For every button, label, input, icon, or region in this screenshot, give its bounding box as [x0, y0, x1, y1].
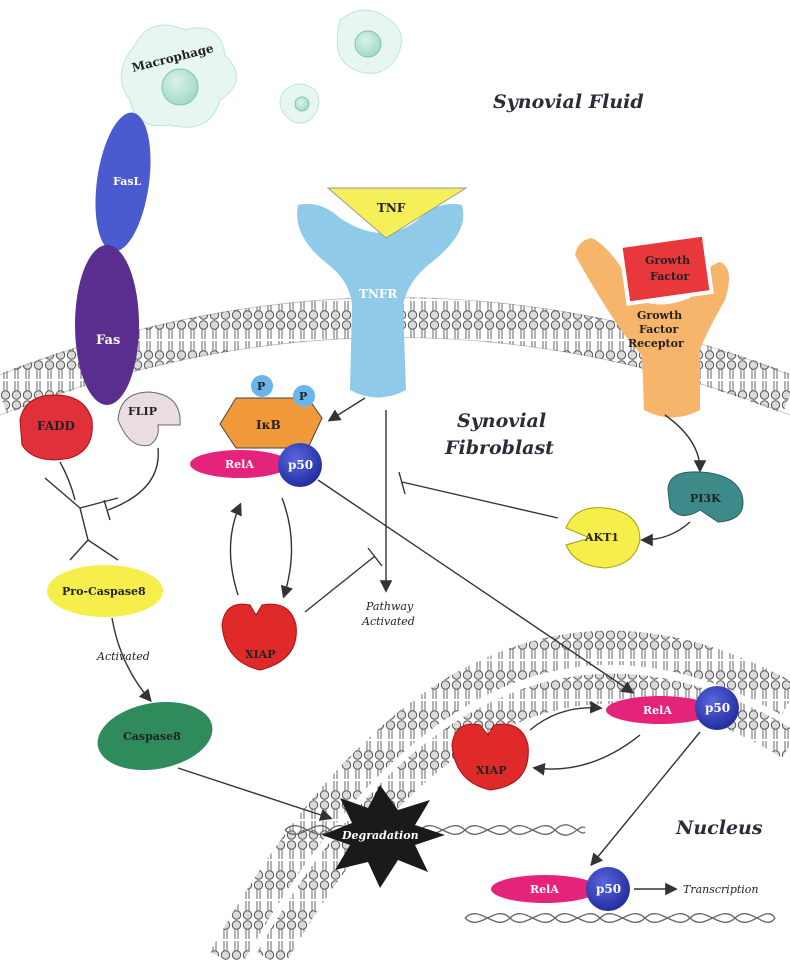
nucleus-label: Nucleus	[675, 817, 763, 839]
ikb-label: IκB	[256, 418, 281, 432]
synovial-fibroblast-label-2: Fibroblast	[444, 437, 554, 459]
connectors	[44, 397, 707, 896]
pi3k-label: PI3K	[690, 492, 721, 505]
xiap-protein	[221, 603, 297, 671]
xiap-label: XIAP	[245, 648, 276, 661]
rela-protein	[190, 450, 290, 478]
pro-caspase8-protein	[47, 565, 163, 617]
p50-protein-3	[586, 867, 630, 911]
macrophage-cell-1	[120, 24, 237, 128]
akt1-label: AKT1	[584, 531, 619, 544]
tnfr-label: TNFR	[359, 287, 398, 301]
gfr-label-2: Factor	[639, 323, 678, 336]
flip-protein	[117, 391, 181, 447]
caspase8-label: Caspase8	[123, 730, 181, 743]
akt1-protein	[565, 507, 641, 569]
p50-protein	[278, 443, 322, 487]
degradation-label: Degradation	[341, 829, 419, 842]
p50-label-3: p50	[596, 882, 621, 896]
rela-protein-2	[606, 696, 714, 724]
p50-label: p50	[288, 458, 313, 472]
growth-factor-label-2: Factor	[650, 270, 689, 283]
rela-label-2: RelA	[643, 704, 672, 717]
tnfr-receptor	[297, 203, 464, 398]
fadd-protein	[19, 394, 93, 461]
growth-factor-ligand	[618, 232, 714, 306]
macrophage-cell-2	[336, 9, 402, 74]
fas-receptor	[75, 245, 139, 405]
tnf-label: TNF	[377, 201, 406, 215]
growth-factor-label-1: Growth	[645, 254, 690, 267]
pro-caspase8-label: Pro-Caspase8	[62, 585, 146, 598]
fasl-protein	[95, 112, 151, 252]
transcription-label: Transcription	[683, 883, 759, 896]
synovial-fluid-label: Synovial Fluid	[493, 91, 644, 113]
fas-label: Fas	[96, 333, 120, 348]
tnf-ligand	[326, 187, 468, 239]
p50-protein-2	[695, 686, 739, 730]
growth-factor-receptor	[575, 238, 729, 418]
gfr-label-1: Growth	[637, 309, 682, 322]
flip-label: FLIP	[128, 405, 157, 418]
rela-protein-3	[491, 875, 599, 903]
phospho-1	[251, 375, 273, 397]
rela-label-3: RelA	[530, 883, 559, 896]
dna-helix-right	[464, 913, 776, 923]
gfr-label-3: Receptor	[628, 337, 684, 350]
phospho-label-1: P	[257, 380, 265, 393]
fadd-label: FADD	[37, 419, 75, 433]
pathway-activated-label-1: Pathway	[365, 600, 414, 613]
xiap-label-2: XIAP	[476, 764, 507, 777]
pi3k-protein	[667, 471, 744, 523]
xiap-protein-2	[451, 723, 529, 791]
p50-label-2: p50	[705, 701, 730, 715]
phospho-label-2: P	[299, 390, 307, 403]
degradation-burst	[322, 785, 445, 888]
synovial-fibroblast-label-1: Synovial	[457, 410, 546, 432]
caspase8-protein	[97, 701, 213, 771]
phospho-2	[293, 385, 315, 407]
macrophage-cell-3	[279, 83, 320, 124]
rela-label: RelA	[225, 458, 254, 471]
pathway-activated-label-2: Activated	[361, 615, 415, 628]
fasl-label: FasL	[113, 175, 142, 188]
